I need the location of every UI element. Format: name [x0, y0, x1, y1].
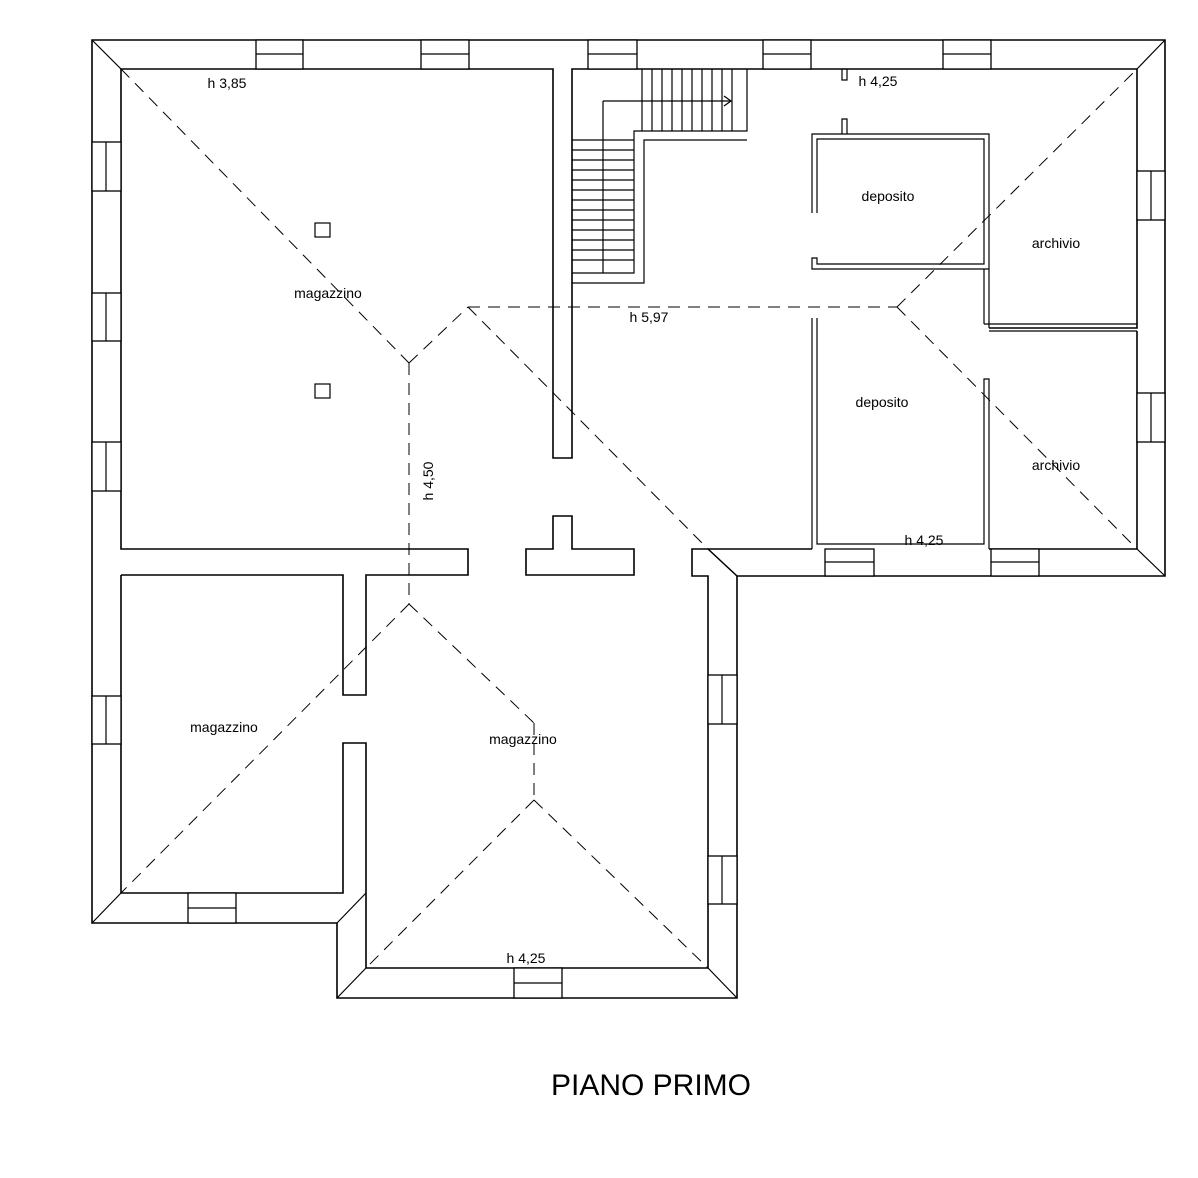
- height-label-center: h 5,97: [630, 309, 669, 325]
- room-label-archivio-2: archivio: [1032, 457, 1080, 473]
- corner-lines: [91, 39, 1166, 999]
- room-label-magazzino-nw: magazzino: [294, 285, 362, 301]
- room-label-deposito-2: deposito: [856, 394, 909, 410]
- height-label-east: h 4,25: [905, 532, 944, 548]
- roof-lines: [120, 68, 1138, 969]
- room-label-deposito-1: deposito: [862, 188, 915, 204]
- room-label-archivio-1: archivio: [1032, 235, 1080, 251]
- staircase: [572, 69, 748, 284]
- room-label-magazzino-s: magazzino: [489, 731, 557, 747]
- windows: [91, 39, 1166, 999]
- room-label-magazzino-sw: magazzino: [190, 719, 258, 735]
- partitions: [314, 69, 1137, 549]
- plan-title: PIANO PRIMO: [551, 1069, 751, 1102]
- height-label-nw: h 3,85: [208, 75, 247, 91]
- height-label-vertical: h 4,50: [420, 461, 436, 500]
- outer-walls: [91, 39, 1166, 999]
- height-label-south: h 4,25: [507, 950, 546, 966]
- height-label-ne: h 4,25: [859, 73, 898, 89]
